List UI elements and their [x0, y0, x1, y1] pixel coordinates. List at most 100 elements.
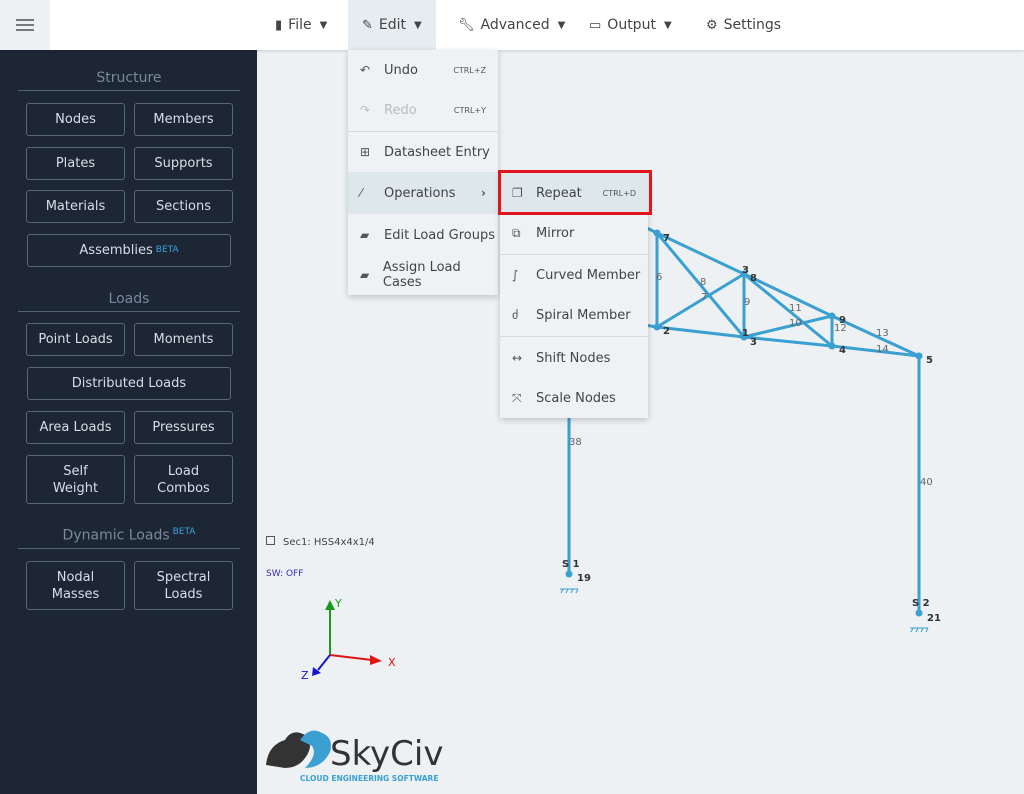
sidebar: Structure Nodes Members Plates Supports … [0, 50, 257, 794]
node[interactable] [653, 229, 661, 237]
menu-label: Output [607, 17, 656, 33]
copy-icon: ❐ [512, 186, 523, 200]
curve-icon: ∫ [512, 268, 519, 282]
menu-item-label: Operations [384, 185, 456, 201]
checkbox-icon[interactable] [266, 536, 275, 545]
top-bar: ▮File▼ ✎Edit▼ 🔧︎Advanced▼ ▭Output▼ ⚙Sett… [0, 0, 1024, 50]
x-axis-label: X [388, 656, 396, 669]
menu-item-curved-member[interactable]: ∫Curved Member [500, 255, 648, 295]
member[interactable] [743, 272, 833, 348]
node[interactable] [740, 270, 748, 278]
self-weight-button[interactable]: Self Weight [26, 455, 125, 504]
point-loads-button[interactable]: Point Loads [26, 323, 125, 356]
menu-item-repeat[interactable]: ❐ Repeat CTRL+D [500, 173, 648, 213]
file-icon: ▮ [275, 17, 283, 33]
member-label: 11 [789, 303, 802, 314]
shortcut: CTRL+Y [453, 105, 486, 115]
menu-label: Settings [723, 17, 782, 33]
shortcut: CTRL+Z [453, 65, 486, 75]
member-14[interactable] [831, 344, 920, 358]
menu-item-mirror[interactable]: ⧉Mirror [500, 213, 648, 253]
chevron-down-icon: ▼ [319, 19, 328, 31]
shortcut: CTRL+D [602, 188, 636, 198]
members-button[interactable]: Members [134, 103, 233, 136]
load-combos-button[interactable]: Load Combos [134, 455, 233, 504]
redo-icon: ↷ [360, 103, 371, 117]
member-13[interactable] [831, 314, 920, 358]
divider [500, 254, 648, 255]
support-label: S 1 [562, 559, 580, 570]
node-label: 19 [577, 573, 591, 584]
supports-button[interactable]: Supports [134, 147, 233, 180]
menu-item-datasheet-entry[interactable]: ⊞Datasheet Entry [348, 132, 498, 172]
node-labels: 7 2 3 8 1 3 9 4 5 19 21 S 1 S 2 [562, 233, 941, 624]
menu-file[interactable]: ▮File▼ [261, 0, 341, 50]
plates-button[interactable]: Plates [26, 147, 125, 180]
arrows-horizontal-icon: ↔ [512, 351, 523, 365]
member-11[interactable] [743, 272, 833, 318]
node[interactable] [653, 323, 661, 331]
member-labels: 6 8 7 9 11 10 12 13 14 38 40 [569, 272, 933, 488]
node-label: 3 [742, 265, 749, 276]
comment-icon: ▰ [360, 228, 370, 242]
menu-advanced[interactable]: 🔧︎Advanced▼ [444, 0, 579, 50]
node[interactable] [565, 570, 573, 578]
loads-heading: Loads [18, 291, 240, 312]
menu-item-scale-nodes[interactable]: ⤧Scale Nodes [500, 378, 648, 418]
section-legend: Sec1: HSS4x4x1/4 [266, 536, 375, 548]
hamburger-menu-button[interactable] [0, 0, 50, 50]
wrench-icon: 🔧︎ [458, 17, 475, 33]
menu-settings[interactable]: ⚙Settings [692, 0, 795, 50]
node[interactable] [828, 312, 836, 320]
beta-badge: BETA [172, 527, 196, 537]
z-axis-label: Z [301, 669, 309, 682]
member-label: 12 [834, 323, 847, 334]
area-loads-button[interactable]: Area Loads [26, 411, 125, 444]
undo-icon: ↶ [360, 63, 371, 77]
menu-item-label: Shift Nodes [536, 350, 611, 366]
menu-item-label: Repeat [536, 185, 582, 201]
chevron-right-icon: › [481, 186, 486, 200]
node[interactable] [915, 609, 923, 617]
materials-button[interactable]: Materials [26, 190, 125, 223]
menu-item-assign-load-cases[interactable]: ▰Assign Load Cases [348, 255, 498, 295]
member-label: 9 [744, 297, 750, 308]
node[interactable] [828, 342, 836, 350]
member[interactable] [656, 231, 745, 276]
menu-item-operations[interactable]: ⁄Operations› [348, 172, 498, 214]
member-7[interactable] [656, 272, 745, 329]
menu-edit[interactable]: ✎Edit▼ [348, 0, 436, 50]
structure-heading: Structure [18, 70, 240, 91]
nodes-button[interactable]: Nodes [26, 103, 125, 136]
menu-item-label: Assign Load Cases [382, 260, 461, 290]
member-label: 40 [920, 477, 933, 488]
menu-item-shift-nodes[interactable]: ↔ Shift Nodes [500, 338, 648, 378]
member-label: 7 [701, 292, 707, 303]
node[interactable] [740, 333, 748, 341]
member[interactable] [743, 335, 833, 348]
distributed-loads-button[interactable]: Distributed Loads [27, 367, 231, 400]
chevron-down-icon: ▼ [663, 19, 672, 31]
node[interactable] [915, 352, 923, 360]
beta-badge: BETA [155, 245, 179, 255]
menu-item-edit-load-groups[interactable]: ▰Edit Load Groups [348, 215, 498, 255]
highlight-box [498, 170, 652, 215]
nodal-masses-button[interactable]: Nodal Masses [26, 561, 125, 610]
sections-button[interactable]: Sections [134, 190, 233, 223]
member-10[interactable] [743, 314, 833, 339]
member-8[interactable] [655, 232, 746, 338]
menu-output[interactable]: ▭Output▼ [575, 0, 686, 50]
pressures-button[interactable]: Pressures [134, 411, 233, 444]
moments-button[interactable]: Moments [134, 323, 233, 356]
menu-item-label: Scale Nodes [536, 390, 616, 406]
member[interactable] [656, 325, 745, 339]
spectral-loads-button[interactable]: Spectral Loads [134, 561, 233, 610]
menu-item-label: Spiral Member [536, 307, 631, 323]
